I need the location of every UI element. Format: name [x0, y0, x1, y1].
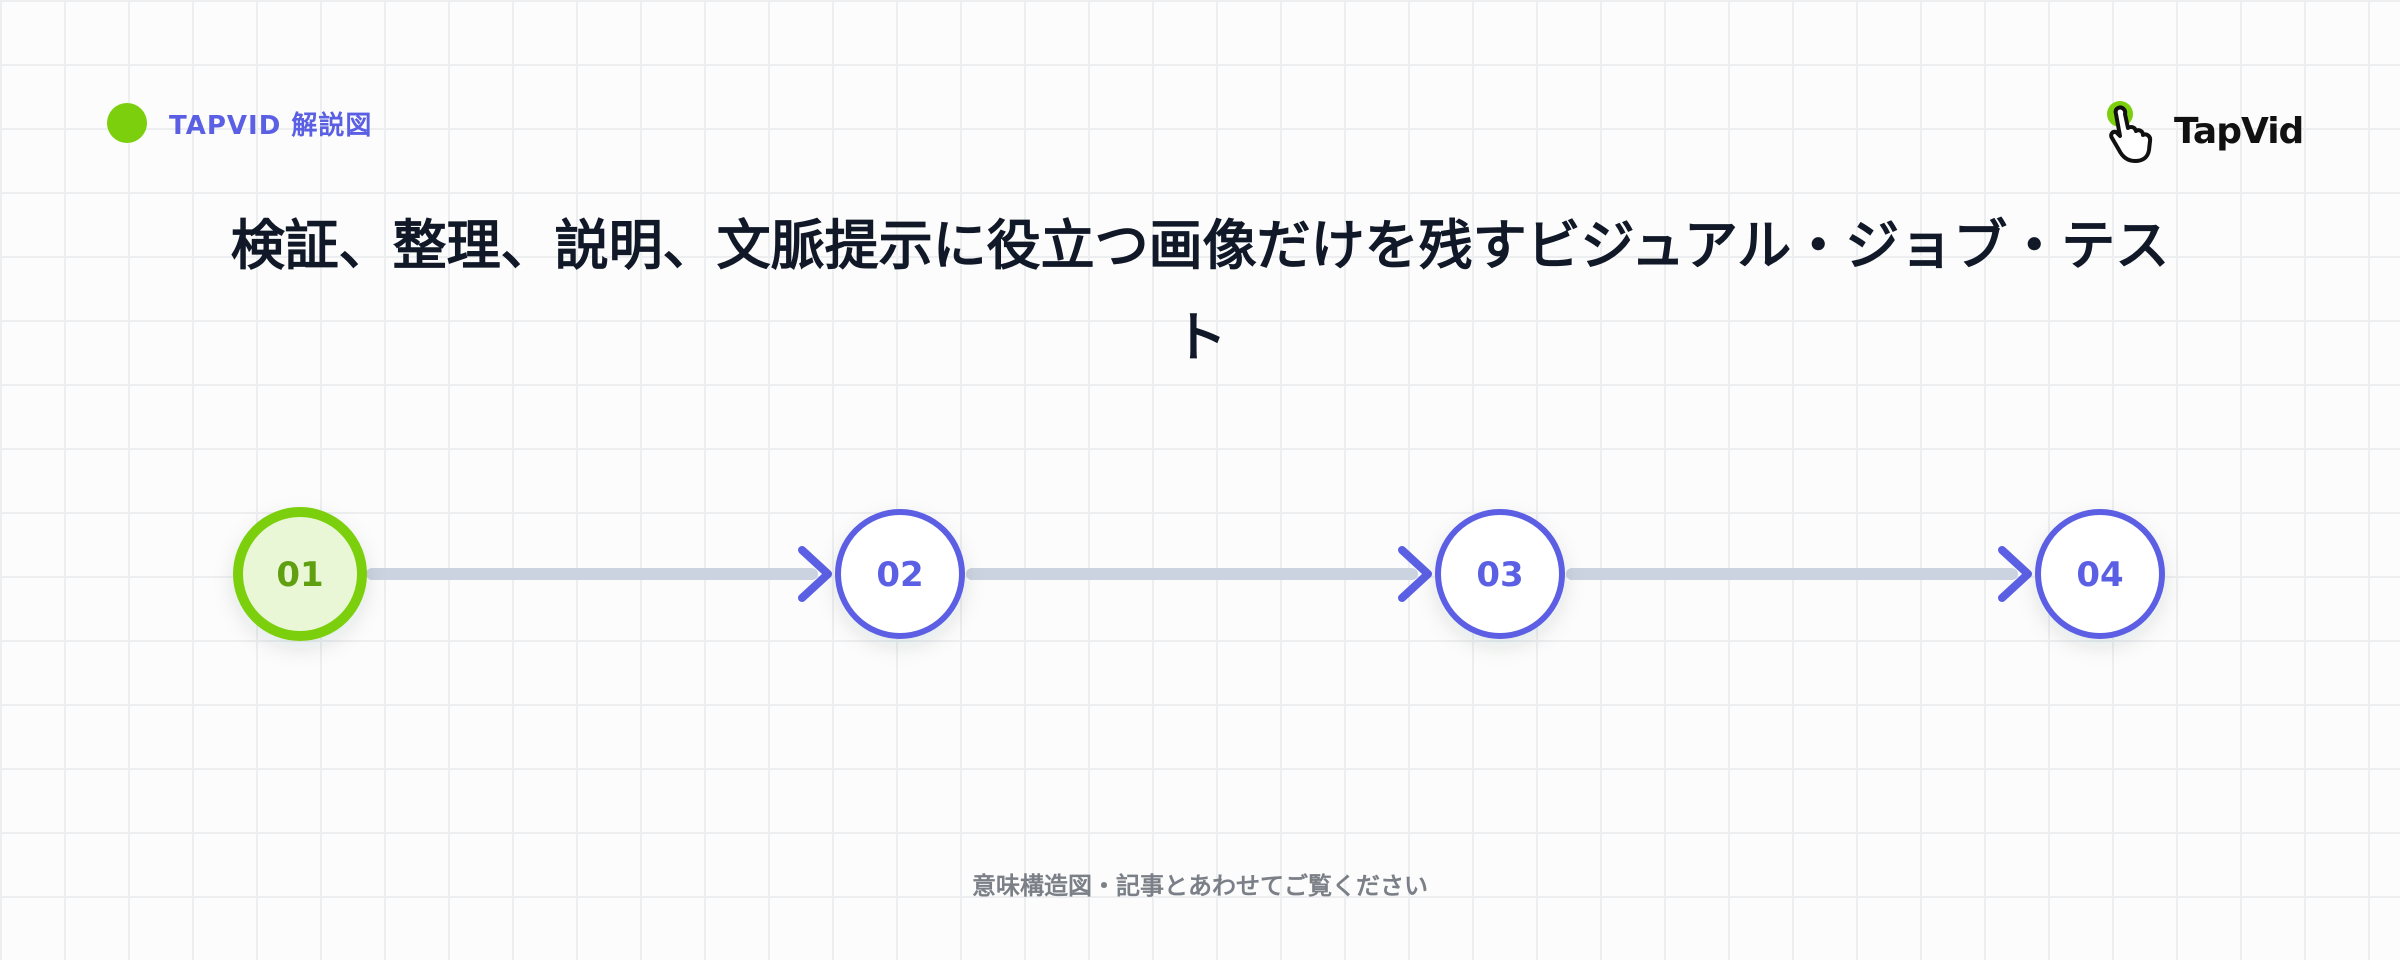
- brand-dot-icon: [107, 103, 147, 143]
- chevron-right-icon: [798, 546, 832, 602]
- footer-note: 意味構造図・記事とあわせてご覧ください: [972, 872, 1428, 900]
- tapvid-logo: TapVid: [2104, 98, 2304, 164]
- brand-tag: TAPVID 解説図: [107, 103, 372, 143]
- brand-tag-label: TAPVID 解説図: [169, 110, 373, 141]
- step-04: 04: [2035, 509, 2165, 639]
- step-01: 01: [233, 507, 367, 641]
- step-circle: [1435, 509, 1565, 639]
- pointing-hand-icon: [2107, 101, 2153, 163]
- step-circle: [233, 507, 367, 641]
- step-label: 02: [876, 555, 923, 595]
- step-circle: [2035, 509, 2165, 639]
- step-label: 03: [1476, 555, 1523, 595]
- step-label: 04: [2076, 555, 2123, 595]
- step-circle: [835, 509, 965, 639]
- chevron-right-icon: [1398, 546, 1432, 602]
- step-02: 02: [835, 509, 965, 639]
- step-label: 01: [276, 555, 323, 595]
- logo-text: TapVid: [2174, 110, 2304, 152]
- page-title: 検証、整理、説明、文脈提示に役立つ画像だけを残すビジュアル・ジョブ・テスト: [230, 214, 2170, 369]
- chevron-right-icon: [1998, 546, 2032, 602]
- step-03: 03: [1435, 509, 1565, 639]
